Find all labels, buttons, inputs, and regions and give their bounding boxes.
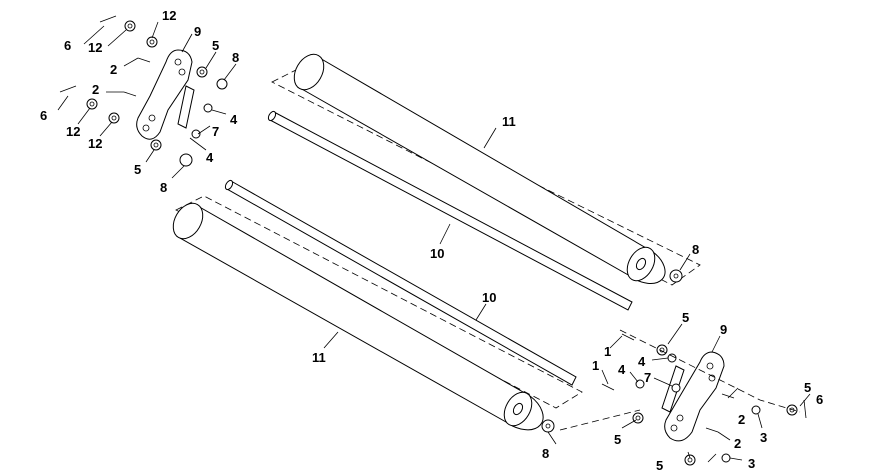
lower-roller — [172, 195, 583, 431]
callout-4-right-b: 4 — [618, 362, 626, 377]
callout-2-left-upper: 2 — [110, 62, 117, 77]
callout-10-upper-shaft: 10 — [430, 246, 444, 261]
callout-12-top-left-a: 12 — [88, 40, 102, 55]
callout-12-left-lower-b: 12 — [88, 136, 102, 151]
callout-5-right-upper: 5 — [682, 310, 689, 325]
callout-2-right-upper: 2 — [738, 412, 745, 427]
callout-1-right-a: 1 — [604, 344, 611, 359]
callout-labels: 6 12 12 9 2 5 8 2 6 12 12 4 7 4 5 8 11 1… — [40, 8, 823, 472]
upper-shaft — [267, 110, 633, 311]
callout-5-right-mid: 5 — [614, 432, 621, 447]
callout-7-left: 7 — [212, 124, 219, 139]
callout-1-right-b: 1 — [592, 358, 599, 373]
callout-8-left-lower: 8 — [160, 180, 167, 195]
callout-5-left-lower: 5 — [134, 162, 141, 177]
callout-3-right-upper: 3 — [760, 430, 767, 445]
callout-8-lower-roller-end: 8 — [542, 446, 549, 461]
callout-4-left-b: 4 — [206, 150, 214, 165]
callout-4-left-a: 4 — [230, 112, 238, 127]
callout-5-left-upper: 5 — [212, 38, 219, 53]
callout-12-left-lower-a: 12 — [66, 124, 80, 139]
left-bracket-assembly — [59, 15, 228, 167]
callout-11-lower-roller: 11 — [312, 350, 326, 365]
right-bracket-assembly — [541, 269, 807, 466]
callout-12-top-left-b: 12 — [162, 8, 176, 23]
callout-5-right-lower: 5 — [656, 458, 663, 472]
callout-8-upper-roller-end: 8 — [692, 242, 699, 257]
callout-4-right-a: 4 — [638, 354, 646, 369]
upper-roller — [271, 53, 701, 286]
callout-6-left-lower: 6 — [40, 108, 47, 123]
callout-3-right-lower: 3 — [748, 456, 755, 471]
callout-7-right: 7 — [644, 370, 651, 385]
callout-9-right-bracket: 9 — [720, 322, 727, 337]
lower-shaft — [224, 179, 577, 386]
callout-11-upper-roller: 11 — [502, 114, 516, 129]
callout-8-left-upper: 8 — [232, 50, 239, 65]
callout-6-top-left: 6 — [64, 38, 71, 53]
callout-2-right-lower: 2 — [734, 436, 741, 451]
leader-lines — [57, 21, 811, 461]
callout-2-left-lower: 2 — [92, 82, 99, 97]
callout-10-lower-shaft: 10 — [482, 290, 496, 305]
callout-5-right-far: 5 — [804, 380, 811, 395]
callout-6-right: 6 — [816, 392, 823, 407]
callout-9-left-bracket: 9 — [194, 24, 201, 39]
